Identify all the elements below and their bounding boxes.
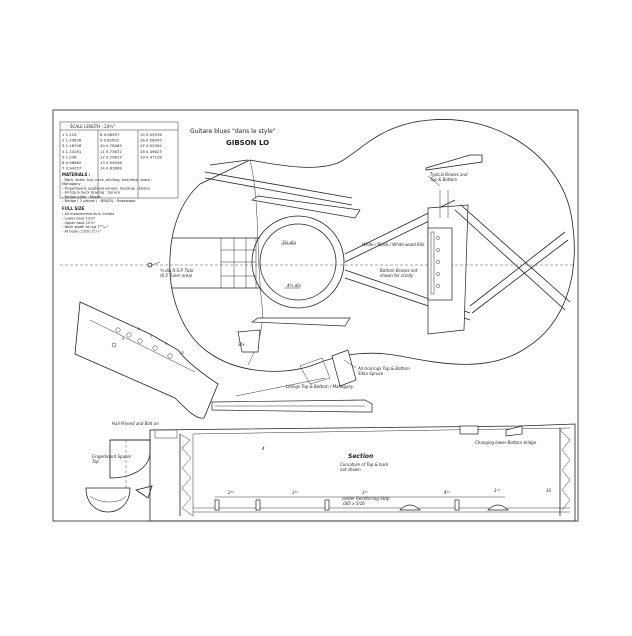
materials-list: - Back, sides, top, neck, binding, end/n…: [62, 178, 152, 203]
materials-item: - Back, sides, top, neck, binding, end/n…: [62, 178, 152, 182]
fret-label-7: 7: [150, 335, 152, 339]
changing-bridge-label: Changing lower Bottom bridge: [475, 440, 537, 445]
scale-table-cell: 13 0.59046: [100, 160, 122, 165]
dim-4: 4¹⁶: [444, 490, 450, 495]
fret-label-3: 3: [122, 337, 124, 341]
center-strip-label: center Reinforcing Strip.085 x 5/16: [342, 496, 390, 506]
soundhole: [259, 223, 337, 301]
full-size-section: FULL SIZE - All measurements in inches- …: [62, 206, 114, 234]
soundhole-dim-2: 4¼ dia: [287, 283, 301, 288]
dim-1: 2¹⁴: [228, 490, 234, 495]
neck-side-profile: [74, 301, 219, 419]
scale-table-cell: 7 0.94257: [62, 166, 82, 171]
neck-cross-section: [85, 487, 131, 513]
dim-6: 10: [546, 488, 552, 493]
materials-item: Mahogany: [62, 182, 82, 186]
title-line-2: GIBSON LO: [226, 139, 269, 147]
scale-table-cell: 4 1.10291: [62, 149, 82, 154]
scale-table-header: SCALE LENGTH : 24¾": [70, 124, 115, 129]
materials-heading: MATERIALS :: [62, 172, 91, 177]
materials-item: - Bridge plate : Maple: [62, 195, 101, 199]
scale-table-cell: 3 1.16706: [62, 143, 82, 148]
scale-table-cell: 9 0.82672: [100, 138, 120, 143]
scale-table-cell: 11 0.73672: [100, 149, 122, 154]
tuner-label: ¾ dia R.S.P. Tuto(6.5 Tuner area): [160, 268, 194, 278]
fret-label-12: 12: [180, 351, 184, 355]
bracing: [204, 159, 571, 353]
guitar-body-outline: [169, 119, 575, 372]
dim-2: 3¹⁶: [292, 490, 298, 495]
side-section: [149, 423, 576, 522]
fret-label-5: 5: [138, 327, 140, 331]
materials-item: - Fingerboard, peghead veneer, headcap :…: [62, 186, 151, 190]
full-size-item: - Neck width at nut 1¹⁹/₃₂": [62, 225, 109, 229]
scale-table-cell: 10 0.78065: [100, 143, 122, 148]
neck-heel-section: [109, 439, 151, 479]
linings-label: Linings Top & Bottom / Mahogany: [286, 384, 354, 389]
dim-3: 3¹³: [362, 490, 368, 495]
neck: [172, 237, 260, 289]
title-line-1: Guitare blues "dans le style": [190, 128, 276, 135]
depth-small: 3⅜: [238, 342, 245, 347]
sheet-border: [52, 109, 579, 522]
scale-table-cell: 12 0.70613: [100, 154, 122, 159]
scale-table-cell: 8 0.98957: [100, 132, 120, 137]
section-title: Section: [348, 453, 373, 460]
scale-table: SCALE LENGTH : 24¾": [59, 121, 179, 199]
materials-item: - All top & back bracing : Spruce: [62, 191, 121, 195]
scale-table-cell: 1 1.222: [62, 132, 77, 137]
white-black-white-label: White / Black / White wood Kits: [362, 242, 425, 247]
full-size-item: - All measurements in inches: [62, 212, 114, 216]
scale-table-rows: 1 1.222 8 0.98957 15 0.55378 2 1.20878 9 0.8…: [62, 132, 162, 171]
scale-table-cell: 2 1.20878: [62, 138, 82, 143]
full-size-heading: FULL SIZE: [62, 206, 85, 211]
scale-table-cell: 14 0.62608: [100, 166, 122, 171]
scale-table-cell: 17 0.52992: [140, 143, 162, 148]
scale-table-cell: 18 0.49823: [140, 149, 162, 154]
fret-label-9: 9: [165, 342, 167, 346]
soundhole-dim-1: 3⅝ dia: [282, 240, 296, 245]
full-size-item: - Upper bout 10⅛": [62, 221, 96, 225]
scale-table-cell: 16 0.56045: [140, 138, 162, 143]
typical-brace-profile: [425, 154, 483, 171]
scale-table-cell: 5 1.036: [62, 154, 77, 159]
bridge: [427, 227, 453, 301]
scale-table-cell: 6 0.96662: [62, 160, 82, 165]
depth-large: 4: [262, 446, 265, 451]
full-size-item: - Lower bout 13⅝": [62, 216, 96, 220]
full-size-item: - At body (12th) 2¹/₁₆": [62, 230, 101, 234]
truss-label: Hall Pinned and Bolt on: [112, 421, 159, 426]
full-size-list: - All measurements in inches- Lower bout…: [62, 212, 114, 234]
scale-table-cell: 15 0.55378: [140, 132, 162, 137]
scale-table-cell: 19 0.47128: [140, 154, 162, 159]
dim-5: 1¹³: [494, 488, 500, 493]
materials-section: MATERIALS : - Back, sides, top, neck, bi…: [62, 172, 152, 203]
soundhole-rosette-outer: [251, 215, 345, 309]
materials-item: - Bridge ( 2 pieces ) : BRAZIL : Rosewoo…: [62, 199, 135, 203]
scale-table-frame: [59, 121, 179, 199]
